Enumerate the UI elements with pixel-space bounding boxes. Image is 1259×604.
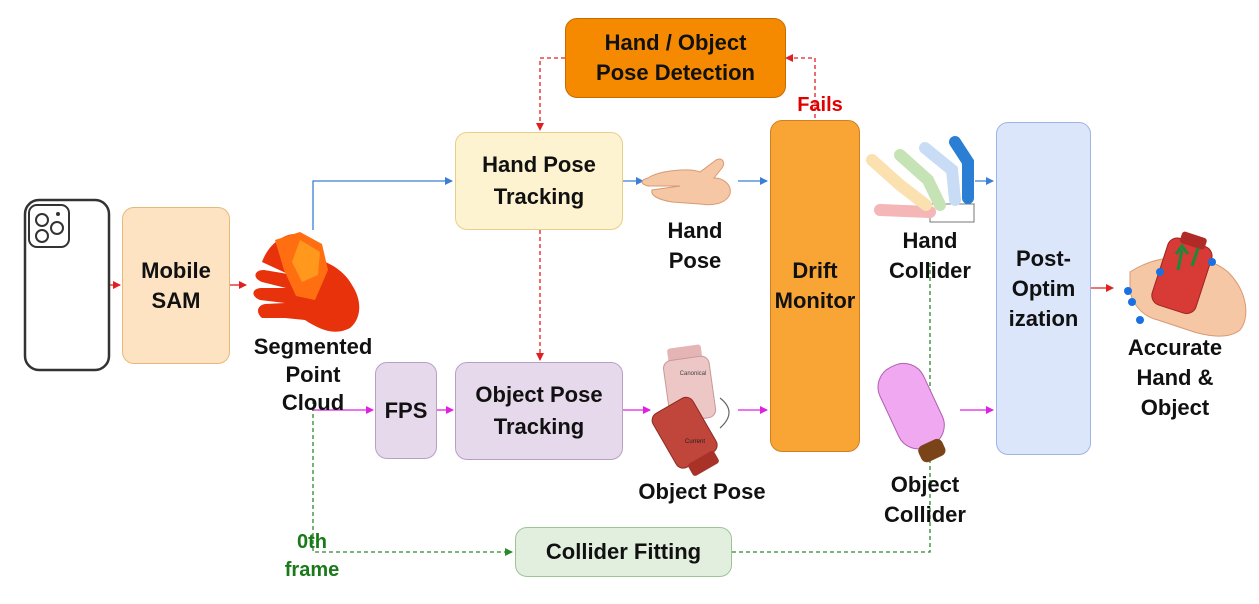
object-pose-icon <box>651 344 730 476</box>
drift-monitor-label: Drift Monitor <box>774 258 856 313</box>
fails-label: Fails <box>797 94 843 116</box>
pose-detection-label: Hand / Object Pose Detection <box>596 30 755 85</box>
current-label: Current <box>684 439 705 445</box>
object-pose-tracking-box: Object Pose Tracking <box>455 362 623 460</box>
hand-pose-tracking-label: Hand Pose Tracking <box>482 152 596 209</box>
segmented-hand-cloud-icon <box>253 232 360 332</box>
hand-pose-tracking-box: Hand Pose Tracking <box>455 132 623 230</box>
post-optimization-label: Post- Optim ization <box>1008 245 1079 331</box>
object-pose-tracking-label: Object Pose Tracking <box>475 382 603 439</box>
mobile-sam-label: Mobile SAM <box>141 257 211 313</box>
smartphone-icon <box>23 198 111 372</box>
object-collider-icon <box>877 362 946 463</box>
pose-detection-box: Hand / Object Pose Detection <box>565 18 786 98</box>
post-optimization-box: Post- Optim ization <box>996 122 1091 455</box>
mobile-sam-box: Mobile SAM <box>122 207 230 364</box>
red-arrows <box>110 54 1114 361</box>
hand-collider-label: Hand Collider <box>889 228 971 283</box>
object-pose-label: Object Pose <box>638 479 766 504</box>
hand-collider-icon <box>866 136 975 223</box>
fps-box: FPS <box>375 362 437 459</box>
canonical-label: Canonical <box>679 371 707 377</box>
green-dashed-arrows <box>312 262 931 556</box>
object-collider-label: Object Collider <box>884 472 966 527</box>
blue-arrows <box>312 177 994 230</box>
hand-object-result-icon <box>1124 231 1247 337</box>
collider-fitting-box: Collider Fitting <box>515 527 732 577</box>
collider-fitting-label: Collider Fitting <box>545 539 702 564</box>
hand-pose-label: Hand Pose <box>667 218 723 273</box>
hand-pose-icon <box>641 158 731 206</box>
fps-label: FPS <box>384 397 428 423</box>
drift-monitor-box: Drift Monitor <box>770 120 860 452</box>
accurate-output-label: Accurate Hand & Object <box>1127 335 1223 420</box>
zeroth-frame-label: 0th frame <box>284 531 340 581</box>
segmented-point-cloud-label: Segmented Point Cloud <box>253 334 373 415</box>
